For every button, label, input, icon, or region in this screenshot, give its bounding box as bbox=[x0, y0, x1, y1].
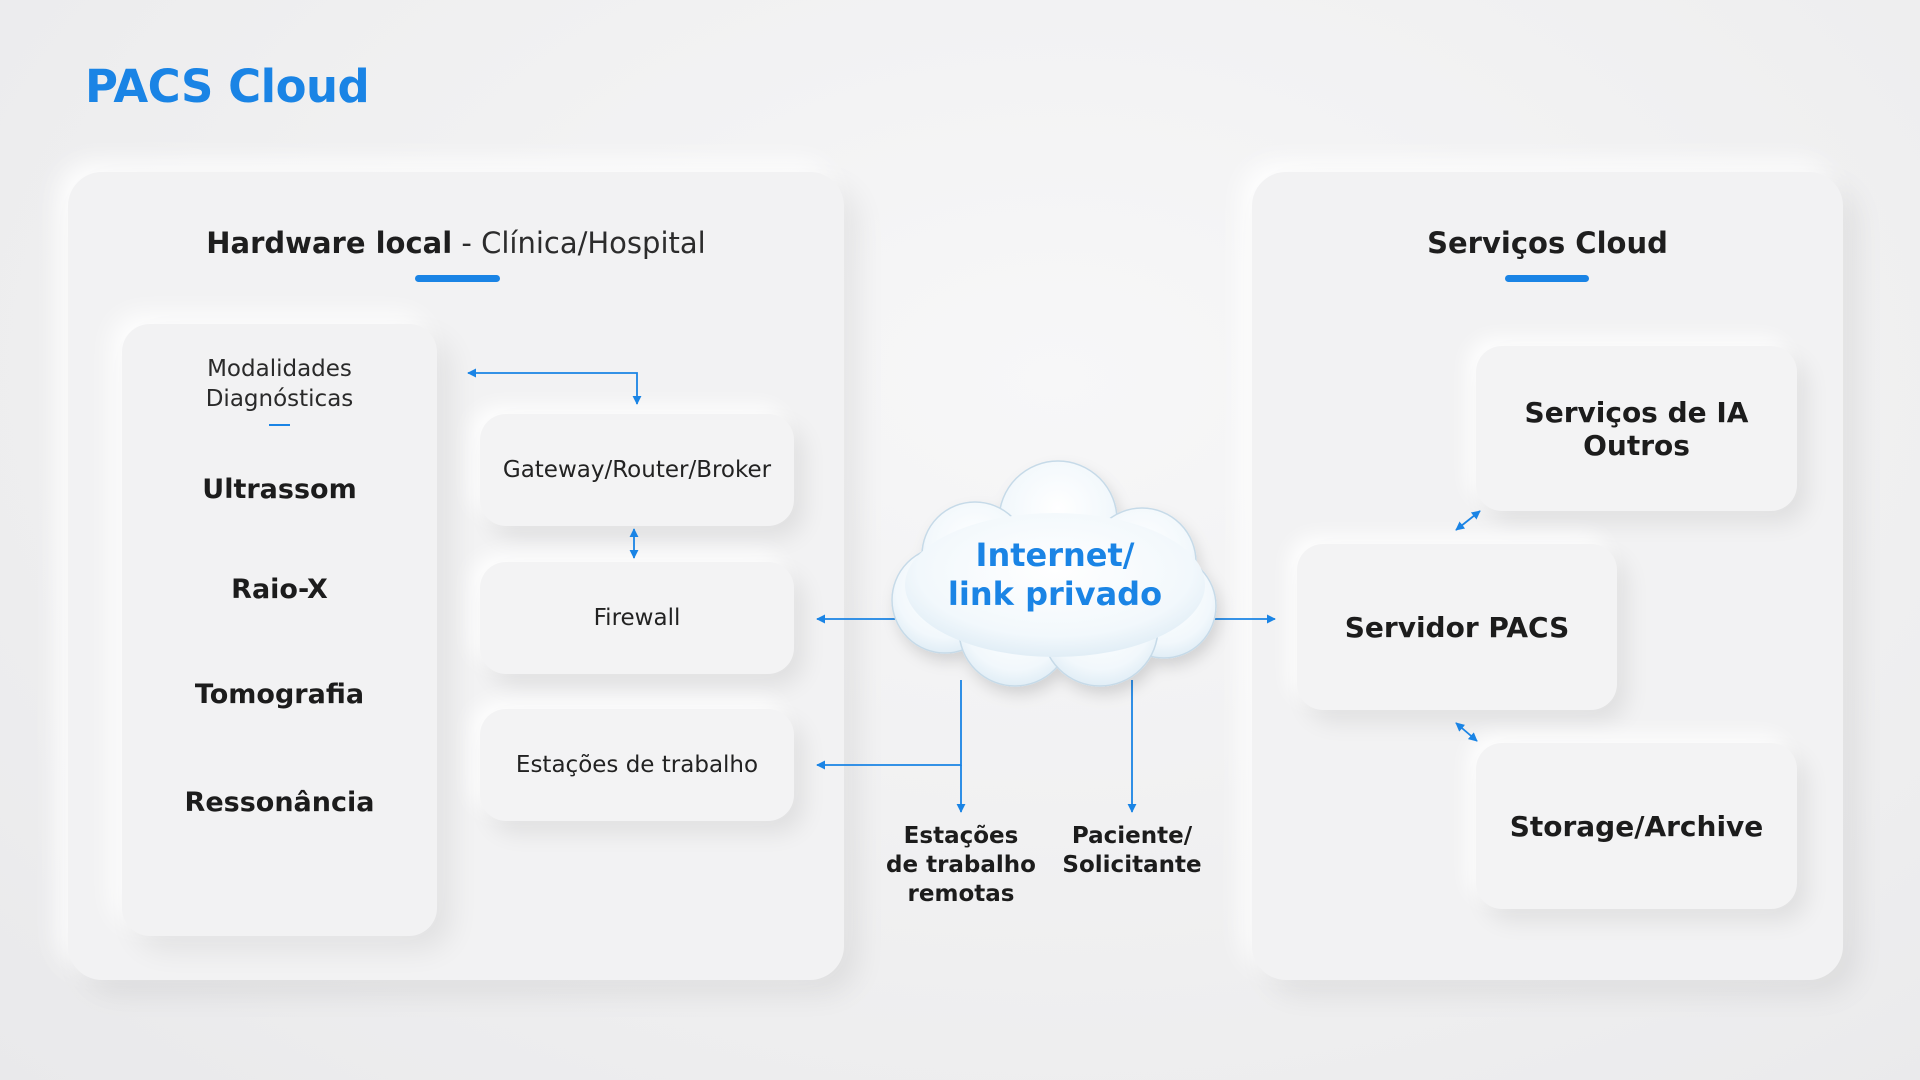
cloud-label-line1: Internet/ bbox=[975, 536, 1135, 574]
gateway-card: Gateway/Router/Broker bbox=[480, 414, 794, 526]
remote-line3: remotas bbox=[907, 881, 1015, 907]
patient-label: Paciente/ Solicitante bbox=[1042, 822, 1222, 880]
workstations-card: Estações de trabalho bbox=[480, 709, 794, 821]
arrow-pacs-storage bbox=[1455, 722, 1478, 742]
ai-services-card: Serviços de IA Outros bbox=[1476, 346, 1797, 511]
gateway-label: Gateway/Router/Broker bbox=[502, 457, 772, 483]
cloud-services-heading-text: Serviços Cloud bbox=[1427, 226, 1668, 260]
cloud-label-line2: link privado bbox=[947, 575, 1163, 613]
pacs-server-card: Servidor PACS bbox=[1297, 544, 1617, 710]
arrow-pacs-ai bbox=[1455, 510, 1481, 531]
internet-cloud-icon bbox=[891, 460, 1217, 687]
local-heading-light: Clínica/Hospital bbox=[481, 226, 706, 260]
workstations-label: Estações de trabalho bbox=[515, 752, 759, 778]
page-title: PACS Cloud bbox=[85, 60, 370, 113]
storage-label: Storage/Archive bbox=[1509, 809, 1764, 843]
local-heading-separator: - bbox=[452, 226, 482, 260]
modalities-label-line2: Diagnósticas bbox=[205, 386, 354, 412]
cloud-label: Internet/ link privado bbox=[925, 536, 1185, 614]
modality-raio-x: Raio-X bbox=[231, 574, 328, 605]
firewall-label: Firewall bbox=[593, 605, 681, 631]
remote-line2: de trabalho bbox=[886, 852, 1036, 878]
patient-line2: Solicitante bbox=[1062, 852, 1202, 878]
modalities-label-line1: Modalidades bbox=[207, 356, 352, 382]
patient-line1: Paciente/ bbox=[1071, 823, 1193, 849]
remote-workstations-label: Estações de trabalho remotas bbox=[871, 822, 1051, 909]
firewall-card: Firewall bbox=[480, 562, 794, 674]
arrow-cloud-workstations bbox=[816, 680, 962, 770]
cloud-services-heading: Serviços Cloud bbox=[1252, 226, 1843, 260]
modality-tomografia: Tomografia bbox=[194, 679, 365, 710]
arrow-modalities-gateway bbox=[467, 368, 642, 405]
modality-ressonancia: Ressonância bbox=[184, 787, 375, 818]
modalities-label: Modalidades Diagnósticas bbox=[122, 354, 437, 414]
remote-line1: Estações bbox=[903, 823, 1019, 849]
local-heading-bold: Hardware local bbox=[206, 226, 453, 260]
local-hardware-heading: Hardware local - Clínica/Hospital bbox=[68, 226, 844, 260]
ai-services-label: Serviços de IA Outros bbox=[1525, 396, 1749, 462]
storage-card: Storage/Archive bbox=[1476, 743, 1797, 909]
modalities-underline bbox=[269, 424, 290, 426]
modality-ultrassom: Ultrassom bbox=[202, 474, 357, 505]
modalities-card bbox=[122, 324, 437, 936]
pacs-server-label: Servidor PACS bbox=[1344, 610, 1570, 644]
ai-services-line1: Serviços de IA bbox=[1524, 395, 1749, 429]
ai-services-line2: Outros bbox=[1583, 428, 1690, 462]
local-heading-underline bbox=[415, 275, 500, 282]
cloud-heading-underline bbox=[1505, 275, 1589, 282]
